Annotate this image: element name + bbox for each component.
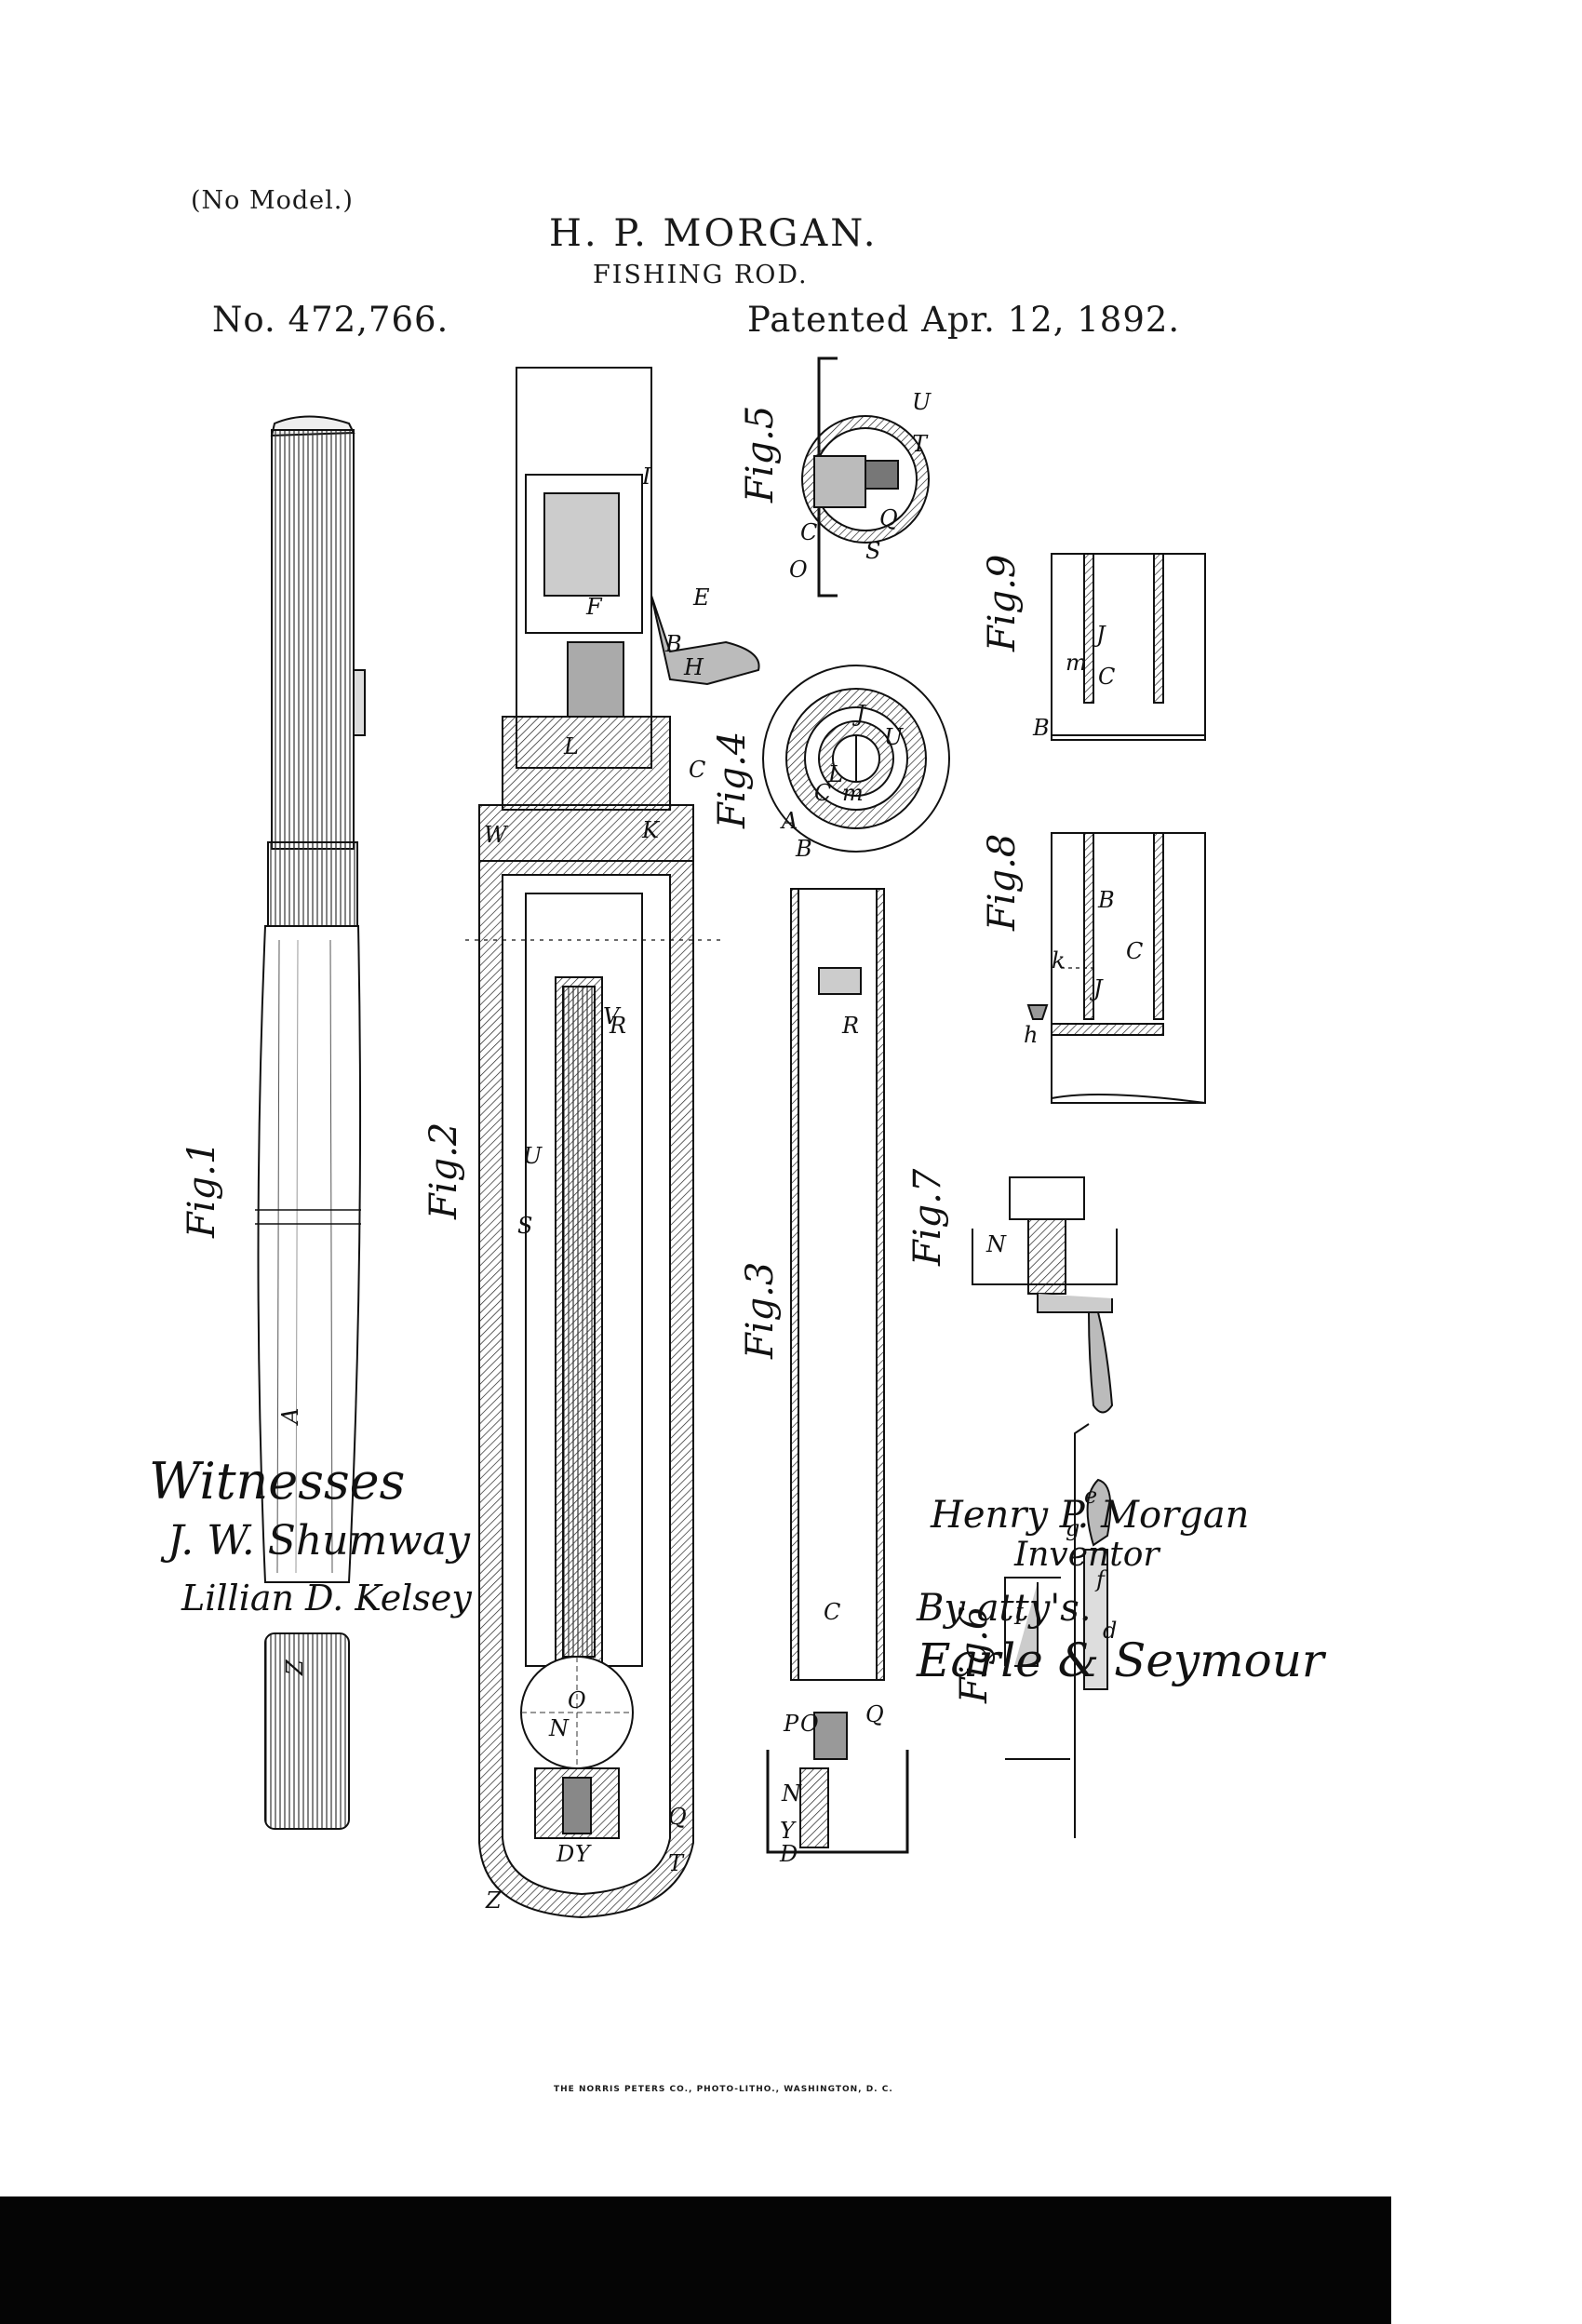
figure-4-ref-l: L (827, 761, 843, 787)
figure-4-ref-c: C (814, 780, 831, 806)
figure-2-ref-s: S (517, 1213, 532, 1239)
figure-6-ref-g: g (1066, 1515, 1079, 1541)
figure-8-ref-k: k (1052, 947, 1066, 974)
figure-5-label: Fig.5 (739, 406, 782, 504)
figure-2-ref-h: H (683, 654, 704, 680)
figure-2-ref-d: D (556, 1841, 574, 1867)
figure-2-ref-u: U (523, 1143, 543, 1169)
figure-3-ref-c: C (824, 1599, 840, 1625)
figure-2-ref-t: T (668, 1850, 685, 1876)
figure-5 (801, 356, 930, 598)
figure-8-ref-c: C (1126, 938, 1143, 964)
figure-4-label: Fig.4 (711, 732, 754, 829)
figure-2-ref-f: F (585, 594, 603, 620)
figure-4-ref-b: B (795, 836, 812, 862)
figure-7 (972, 1176, 1118, 1414)
inventor-signature: Henry P. Morgan (931, 1494, 1250, 1537)
figure-2-ref-c: C (689, 757, 705, 783)
figure-4 (762, 665, 950, 853)
figure-5-ref-u: U (912, 389, 932, 415)
figure-9 (1051, 553, 1206, 741)
figure-3-ref-n: N (781, 1780, 802, 1807)
figure-2-ref-l: L (563, 733, 579, 759)
invention-title: FISHING ROD. (593, 261, 809, 289)
no-model-note: (No Model.) (191, 186, 354, 215)
figure-8-ref-h: h (1024, 1022, 1038, 1048)
figure-7-ref-n: N (985, 1231, 1007, 1257)
figure-9-label: Fig.9 (981, 555, 1024, 652)
figure-2-ref-b: B (664, 631, 682, 657)
figure-2-ref-y: Y (575, 1841, 592, 1867)
figure-8-label: Fig.8 (981, 834, 1024, 932)
scan-border-band (0, 2196, 1391, 2324)
figure-9-ref-c: C (1098, 664, 1115, 690)
figure-6-ref-e: e (1084, 1483, 1097, 1509)
figure-6-label: Fig.6 (953, 1606, 996, 1704)
witnesses-heading: Witnesses (149, 1452, 406, 1511)
figure-2-ref-i: I (641, 463, 651, 490)
attorney-signature: Earle & Seymour (917, 1633, 1324, 1687)
figure-5-ref-q: Q (879, 505, 898, 531)
figure-2-label: Fig.2 (422, 1122, 465, 1220)
figure-4-ref-a: A (780, 808, 798, 834)
figure-3-ref-d: D (779, 1841, 798, 1867)
figure-2-ref-r: R (609, 1013, 626, 1039)
figure-2-ref-e: E (692, 584, 710, 611)
figure-8-ref-b: B (1097, 887, 1115, 913)
by-attorneys: By atty's. (917, 1587, 1092, 1630)
figure-1 (255, 415, 366, 1830)
figure-3-label: Fig.3 (739, 1262, 782, 1360)
figure-3-ref-p: P (783, 1711, 799, 1737)
figure-6-ref-i: I (1013, 1604, 1024, 1630)
patent-number: No. 472,766. (212, 300, 449, 340)
figure-3-ref-y: Y (780, 1818, 797, 1844)
patent-date: Patented Apr. 12, 1892. (747, 300, 1181, 340)
figure-3-ref-o: O (800, 1711, 819, 1737)
figure-1-label: Fig.1 (181, 1141, 223, 1239)
figure-1-ref-z: Z (282, 1659, 308, 1676)
figure-4-ref-m: m (842, 780, 864, 806)
figure-2-ref-o: O (568, 1687, 586, 1713)
printer-credit: THE NORRIS PETERS CO., PHOTO-LITHO., WAS… (554, 2085, 893, 2094)
figure-9-ref-m: m (1066, 650, 1087, 676)
figure-5-ref-o: O (789, 557, 808, 583)
inventor-role: Inventor (1014, 1536, 1160, 1574)
figure-2-ref-z: Z (485, 1887, 503, 1914)
figure-3-ref-q: Q (865, 1701, 884, 1727)
figure-6-ref-d: d (1103, 1618, 1117, 1644)
figure-2-ref-w: W (484, 822, 509, 848)
figure-7-label: Fig.7 (906, 1168, 949, 1267)
figure-5-ref-t: T (912, 431, 929, 457)
figure-2-ref-n: N (548, 1715, 570, 1741)
figure-2-ref-v: V (603, 1003, 622, 1029)
figure-5-ref-c: C (800, 519, 817, 545)
figure-5-ref-s: S (865, 538, 880, 564)
inventor-name: H. P. MORGAN. (549, 212, 878, 255)
figure-3-ref-r: R (841, 1013, 859, 1039)
witness-2-signature: Lillian D. Kelsey (181, 1578, 472, 1619)
figure-2 (465, 367, 760, 1919)
figure-1-ref-a: A (277, 1408, 303, 1426)
figure-3 (766, 888, 909, 1854)
witness-1-signature: J. W. Shumway (168, 1517, 470, 1565)
figure-2-ref-q: Q (668, 1804, 687, 1830)
figure-6 (1004, 1423, 1112, 1838)
figure-4-ref-u: U (884, 724, 904, 750)
figure-9-ref-b: B (1032, 715, 1050, 741)
figure-2-ref-k: K (641, 817, 661, 843)
